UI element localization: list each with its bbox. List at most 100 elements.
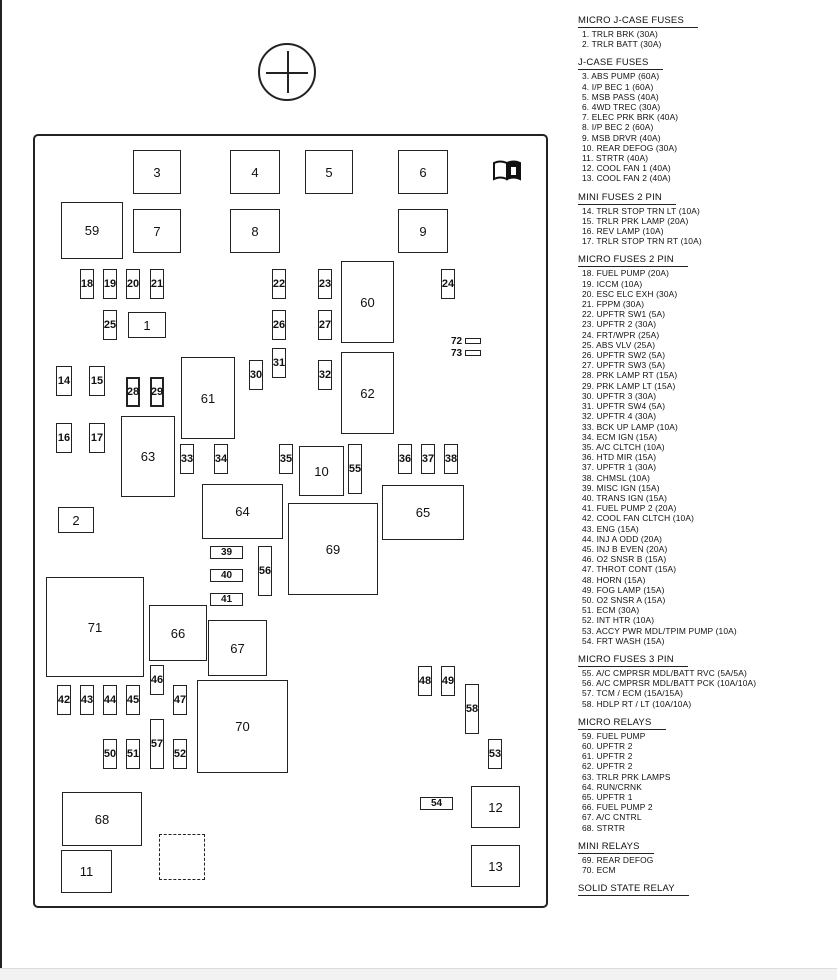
battery-terminal-icon	[258, 43, 316, 101]
fuse-15-label: 15	[90, 374, 104, 387]
relay-61: 61	[181, 357, 235, 439]
fuse-17: 17	[89, 423, 105, 453]
fuse-56: 56	[258, 546, 272, 596]
legend-item: 20. ESC ELC EXH (30A)	[582, 288, 678, 299]
fuse-30-label: 30	[249, 368, 263, 381]
fuse-2-label: 2	[72, 512, 80, 528]
fuse-38: 38	[444, 444, 458, 474]
fuse-73-label: 73	[451, 348, 463, 359]
fuse-9-label: 9	[419, 223, 427, 239]
fuse-5-label: 5	[325, 164, 333, 180]
page-left-border	[0, 0, 2, 979]
fuse-57-label: 57	[150, 737, 164, 750]
fuse-6: 6	[398, 150, 448, 194]
fuse-12-label: 12	[488, 799, 503, 815]
fuse-50-label: 50	[103, 747, 117, 760]
relay-66: 66	[149, 605, 207, 661]
relay-68-label: 68	[94, 811, 110, 827]
fuse-block-outline	[33, 134, 548, 908]
fuse-45: 45	[126, 685, 140, 715]
fuse-29: 29	[150, 377, 164, 407]
fuse-6-label: 6	[419, 164, 427, 180]
fuse-44-label: 44	[103, 693, 117, 706]
legend-item: 48. HORN (15A)	[582, 574, 646, 585]
legend-item: 53. ACCY PWR MDL/TPIM PUMP (10A)	[582, 625, 737, 636]
fuse-1-label: 1	[143, 317, 151, 333]
fuse-45-label: 45	[126, 693, 140, 706]
fuse-22: 22	[272, 269, 286, 299]
legend-item: 51. ECM (30A)	[582, 605, 640, 616]
legend-section-title: J-CASE FUSES	[578, 57, 663, 71]
fuse-20: 20	[126, 269, 140, 299]
legend-item: 69. REAR DEFOG	[582, 854, 654, 865]
legend-item: 66. FUEL PUMP 2	[582, 802, 653, 813]
fuse-3: 3	[133, 150, 181, 194]
relay-65: 65	[382, 485, 464, 540]
legend-item: 18. FUEL PUMP (20A)	[582, 268, 670, 279]
fuse-11: 11	[61, 850, 112, 893]
fuse-57: 57	[150, 719, 164, 769]
fuse-24-label: 24	[441, 277, 455, 290]
fuse-8: 8	[230, 209, 280, 253]
fuse-38-label: 38	[444, 452, 458, 465]
fuse-46: 46	[150, 665, 164, 695]
owner-manual-book-icon	[493, 160, 521, 181]
legend-item: 41. FUEL PUMP 2 (20A)	[582, 503, 677, 514]
fuse-28: 28	[126, 377, 140, 407]
legend-item: 47. THROT CONT (15A)	[582, 564, 677, 575]
fuse-14-label: 14	[57, 374, 71, 387]
legend-item: 43. ENG (15A)	[582, 523, 639, 534]
fuse-26: 26	[272, 310, 286, 340]
fuse-24: 24	[441, 269, 455, 299]
fuse-43: 43	[80, 685, 94, 715]
fuse-44: 44	[103, 685, 117, 715]
fuse-48-label: 48	[418, 674, 432, 687]
fuse-30: 30	[249, 360, 263, 390]
relay-61-label: 61	[200, 390, 216, 406]
fuse-31-label: 31	[272, 356, 286, 369]
legend-item: 33. BCK UP LAMP (10A)	[582, 421, 678, 432]
relay-63: 63	[121, 416, 175, 497]
legend-item: 44. INJ A ODD (20A)	[582, 533, 663, 544]
fuse-52-label: 52	[173, 747, 187, 760]
fuse-53: 53	[488, 739, 502, 769]
legend-item: 31. UPFTR SW4 (5A)	[582, 401, 666, 412]
legend-item: 23. UPFTR 2 (30A)	[582, 319, 657, 330]
fuse-26-label: 26	[272, 318, 286, 331]
legend-item: 26. UPFTR SW2 (5A)	[582, 350, 666, 361]
fuse-4-label: 4	[251, 164, 259, 180]
fuse-36: 36	[398, 444, 412, 474]
legend-section-title: MICRO FUSES 2 PIN	[578, 254, 688, 268]
legend-item: 17. TRLR STOP TRN RT (10A)	[582, 236, 702, 247]
fuse-48: 48	[418, 666, 432, 696]
fuse-58: 58	[465, 684, 479, 734]
relay-65-label: 65	[415, 505, 431, 520]
fuse-7: 7	[133, 209, 181, 253]
fuse-72-label: 72	[451, 336, 463, 347]
legend-item: 28. PRK LAMP RT (15A)	[582, 370, 678, 381]
legend-item: 60. UPFTR 2	[582, 740, 633, 751]
fuse-73	[465, 350, 481, 356]
fuse-10-label: 10	[314, 463, 329, 479]
relay-70-label: 70	[235, 719, 250, 734]
legend-item: 21. FPPM (30A)	[582, 299, 645, 310]
legend-item: 36. HTD MIR (15A)	[582, 452, 657, 463]
fuse-21-label: 21	[150, 277, 164, 290]
fuse-12: 12	[471, 786, 520, 828]
fuse-9: 9	[398, 209, 448, 253]
legend-item: 45. INJ B EVEN (20A)	[582, 543, 668, 554]
legend-item: 34. ECM IGN (15A)	[582, 431, 658, 442]
legend-item: 6. 4WD TREC (30A)	[582, 102, 661, 113]
legend-item: 70. ECM	[582, 865, 616, 876]
legend-item: 65. UPFTR 1	[582, 792, 633, 802]
fuse-27-label: 27	[318, 318, 332, 331]
legend-item: 61. UPFTR 2	[582, 751, 633, 762]
fuse-18-label: 18	[80, 277, 94, 290]
legend-item: 25. ABS VLV (25A)	[582, 339, 656, 350]
fuse-18: 18	[80, 269, 94, 299]
fuse-39: 39	[210, 546, 243, 559]
fuse-4: 4	[230, 150, 280, 194]
fuse-31: 31	[272, 348, 286, 378]
fuse-29-label: 29	[150, 385, 164, 398]
